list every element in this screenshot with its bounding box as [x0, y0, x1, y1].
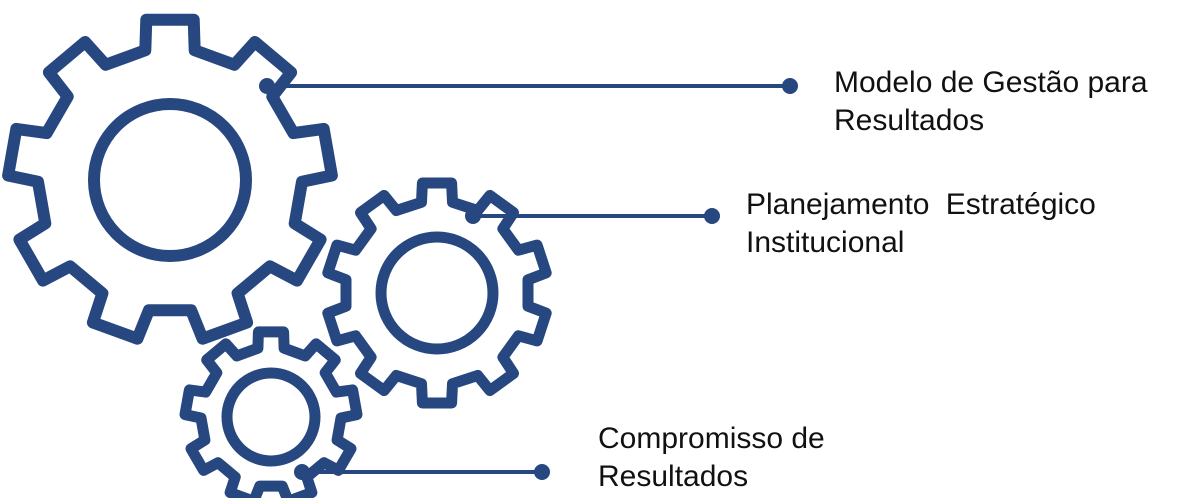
label-line: Modelo de Gestão para: [834, 66, 1148, 99]
gear-outline: [179, 326, 363, 498]
connector-end-dot: [782, 78, 798, 94]
gear-hole: [375, 231, 499, 355]
connector-planejamento: [465, 208, 720, 224]
label-compromisso-resultados: Compromisso de Resultados: [598, 420, 825, 496]
connector-start-dot: [465, 208, 481, 224]
connector-end-dot: [534, 464, 550, 480]
gear-hole: [88, 98, 252, 262]
small-gear-icon: [179, 326, 363, 498]
connector-end-dot: [704, 208, 720, 224]
connector-start-dot: [259, 78, 275, 94]
large-gear-icon: [2, 13, 338, 345]
label-line: Resultados: [598, 460, 749, 493]
label-line: Institucional: [746, 226, 905, 259]
gear-hole: [221, 367, 321, 467]
label-line: Resultados: [834, 104, 985, 137]
connector-start-dot: [294, 464, 310, 480]
gear-outline: [2, 13, 338, 345]
label-line: Planejamento Estratégico: [746, 188, 1096, 221]
label-line: Compromisso de: [598, 422, 825, 455]
label-modelo-gestao: Modelo de Gestão para Resultados: [834, 64, 1148, 140]
gear-outline: [322, 177, 552, 409]
connector-modelo-gestao: [259, 78, 798, 94]
connector-compromisso: [294, 464, 550, 480]
label-planejamento-estrategico: Planejamento Estratégico Institucional: [746, 186, 1096, 262]
medium-gear-icon: [322, 177, 552, 409]
